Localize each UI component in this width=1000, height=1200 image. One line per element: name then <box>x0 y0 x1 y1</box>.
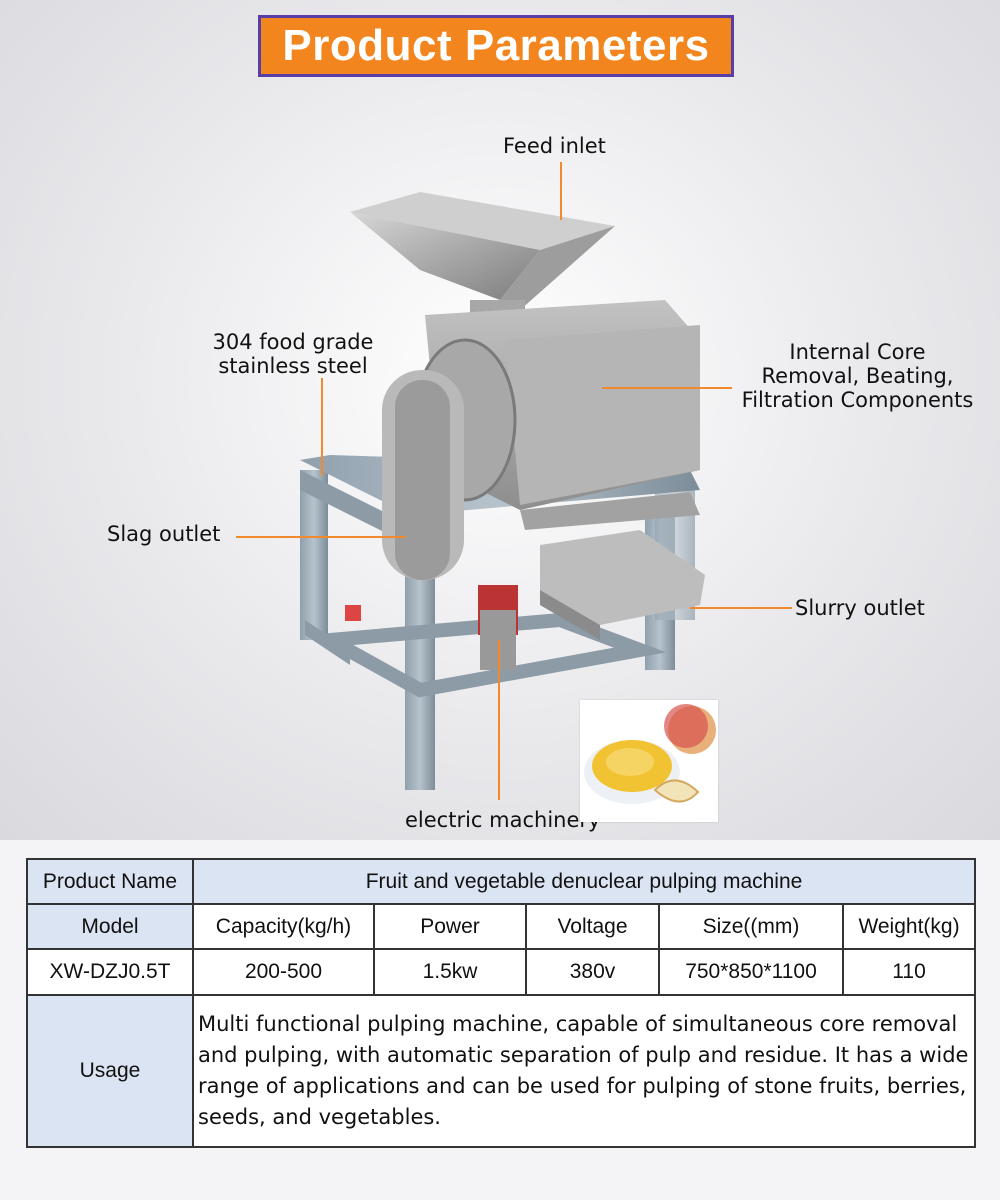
usage-label: Usage <box>26 994 194 1148</box>
table-row: Model Capacity(kg/h) Power Voltage Size(… <box>26 903 977 950</box>
steel-label-line1: 304 food grade <box>212 330 374 354</box>
parameters-table: Product Name Fruit and vegetable denucle… <box>26 858 977 1148</box>
motor-label: electric machinery <box>405 808 601 832</box>
product-name-value: Fruit and vegetable denuclear pulping ma… <box>191 858 977 905</box>
table-row: Product Name Fruit and vegetable denucle… <box>26 858 977 905</box>
usage-description: Multi functional pulping machine, capabl… <box>191 994 977 1148</box>
header-model: Model <box>26 903 194 950</box>
slurry-tray <box>520 492 705 640</box>
header-voltage: Voltage <box>525 903 660 950</box>
pulping-machine-illustration <box>300 192 705 790</box>
internal-label-line3: Filtration Components <box>741 388 974 412</box>
slurry-outlet-label: Slurry outlet <box>795 596 925 620</box>
internal-label-line2: Removal, Beating, <box>761 364 954 388</box>
value-size: 750*850*1100 <box>658 948 844 996</box>
motor-lead-line <box>498 640 500 800</box>
value-model: XW-DZJ0.5T <box>26 948 194 996</box>
machine-body <box>382 300 700 580</box>
internal-lead-line <box>602 387 732 389</box>
value-weight: 110 <box>841 948 977 996</box>
header-size: Size((mm) <box>658 903 844 950</box>
value-voltage: 380v <box>525 948 660 996</box>
header-power: Power <box>373 903 527 950</box>
table-row: Usage Multi functional pulping machine, … <box>26 994 977 1148</box>
title-banner: Product Parameters <box>258 15 734 77</box>
slurry-outlet-lead-line <box>690 607 792 609</box>
page-title: Product Parameters <box>282 21 710 70</box>
product-name-label: Product Name <box>26 858 194 905</box>
steel-label-line2: stainless steel <box>218 354 368 378</box>
value-capacity: 200-500 <box>192 948 375 996</box>
feed-inlet-label: Feed inlet <box>503 134 606 158</box>
applesauce-photo <box>580 700 718 822</box>
header-capacity: Capacity(kg/h) <box>192 903 375 950</box>
value-power: 1.5kw <box>373 948 527 996</box>
steel-lead-line <box>321 378 323 476</box>
slag-outlet-lead-line <box>236 536 406 538</box>
slag-outlet-label: Slag outlet <box>107 522 221 546</box>
feed-inlet-lead-line <box>560 162 562 220</box>
table-row: XW-DZJ0.5T 200-500 1.5kw 380v 750*850*11… <box>26 948 977 996</box>
header-weight: Weight(kg) <box>841 903 977 950</box>
internal-label-line1: Internal Core <box>789 340 926 364</box>
